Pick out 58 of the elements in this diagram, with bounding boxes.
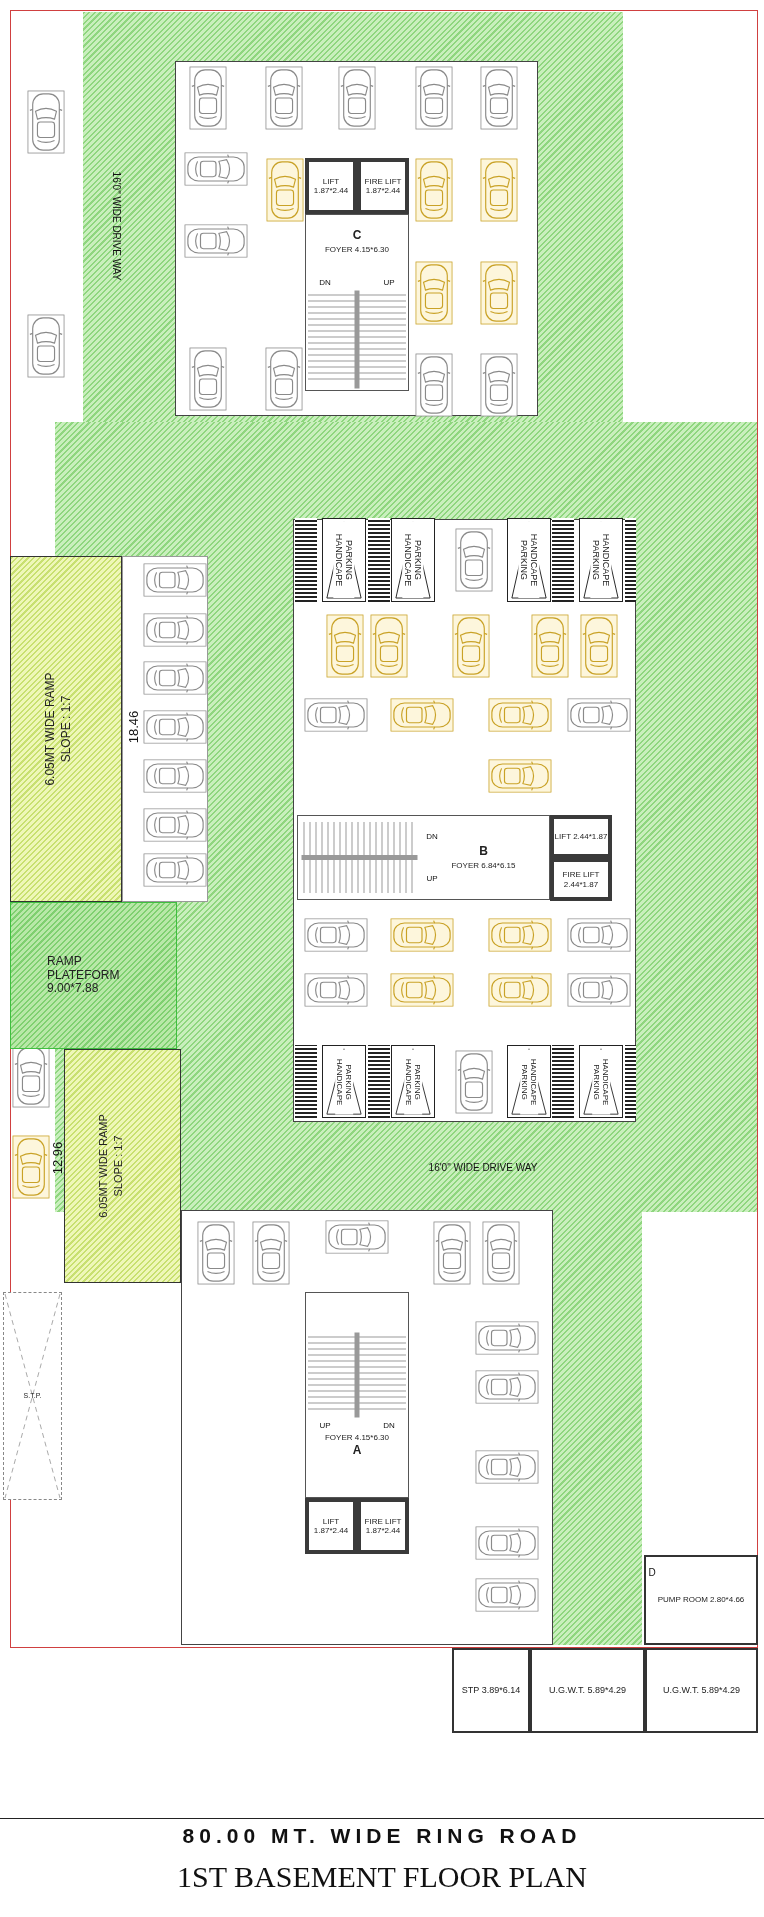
room-label: FIRE LIFT 2.44*1.87 bbox=[561, 870, 601, 889]
dimension-label: 12.96 bbox=[49, 1141, 65, 1175]
room-label: SLOPE : 1:7 bbox=[112, 1135, 125, 1197]
parking-label: PARKING HANDICAPE bbox=[334, 1049, 354, 1114]
lift-shaft bbox=[357, 158, 409, 214]
lift-shaft bbox=[305, 1498, 357, 1554]
service-room bbox=[645, 1648, 758, 1733]
lift-shaft bbox=[305, 158, 357, 214]
parking-label: HANDICAPE PARKING bbox=[519, 1049, 539, 1114]
stair-direction-label: DN bbox=[319, 277, 331, 287]
foyer-room bbox=[297, 815, 550, 900]
stair-direction-label: UP bbox=[383, 277, 395, 287]
ramp-platform bbox=[10, 902, 177, 1049]
driveway-label: 16'0" WIDE DRIVE WAY bbox=[110, 171, 122, 281]
lift-shaft bbox=[550, 858, 612, 901]
road-label: 80.00 MT. WIDE RING ROAD bbox=[182, 1824, 582, 1848]
parking-label: PARKING HANDICAPE bbox=[402, 522, 424, 598]
parking-label: HANDICAPE PARKING bbox=[591, 1049, 611, 1114]
room-label: FIRE LIFT 1.87*2.44 bbox=[363, 1516, 403, 1536]
parking-label: HANDICAPE PARKING bbox=[590, 522, 612, 598]
room-label: FOYER 6.84*6.15 bbox=[451, 860, 516, 870]
room-label: FOYER 4.15*6.30 bbox=[324, 244, 389, 254]
room-label: SLOPE : 1:7 bbox=[60, 695, 75, 763]
room-label: RAMP PLATEFORM 9.00*7.88 bbox=[47, 954, 121, 997]
stair-direction-label: UP bbox=[426, 873, 438, 883]
room-label: U.G.W.T. 5.89*4.29 bbox=[548, 1685, 626, 1696]
dimension-label: 18.46 bbox=[125, 710, 141, 744]
service-room bbox=[452, 1648, 530, 1733]
service-room bbox=[530, 1648, 645, 1733]
foyer-room bbox=[305, 214, 409, 391]
ramp bbox=[64, 1049, 181, 1283]
room-label: LIFT 1.87*2.44 bbox=[312, 1516, 350, 1536]
stair-direction-label: UP bbox=[319, 1420, 331, 1430]
room-label: STP 3.89*6.14 bbox=[461, 1685, 521, 1696]
room-label: FIRE LIFT 1.87*2.44 bbox=[363, 176, 403, 196]
room-label: LIFT 1.87*2.44 bbox=[312, 176, 350, 196]
room-label: FOYER 4.15*6.30 bbox=[324, 1433, 389, 1443]
parking-label: PARKING HANDICAPE bbox=[403, 1049, 423, 1114]
core-letter: C bbox=[352, 229, 362, 243]
room-label: PUMP ROOM 2.80*4.66 bbox=[657, 1595, 745, 1605]
room-label: U.G.W.T. 5.89*4.29 bbox=[662, 1685, 740, 1696]
parking-label: PARKING HANDICAPE bbox=[333, 522, 355, 598]
lift-shaft bbox=[357, 1498, 409, 1554]
driveway-label: 16'0" WIDE DRIVE WAY bbox=[428, 1161, 538, 1173]
lift-shaft bbox=[550, 815, 612, 858]
room-label: 6.05MT WIDE RAMP bbox=[97, 1114, 110, 1218]
room-label: LIFT 2.44*1.87 bbox=[554, 831, 608, 842]
stair-direction-label: DN bbox=[383, 1420, 395, 1430]
foyer-room bbox=[305, 1292, 409, 1498]
core-letter: B bbox=[479, 845, 488, 859]
plan-title: 1ST BASEMENT FLOOR PLAN bbox=[177, 1860, 587, 1894]
core-letter: A bbox=[352, 1444, 362, 1458]
parking-label: HANDICAPE PARKING bbox=[518, 522, 540, 598]
room-label: 6.05MT WIDE RAMP bbox=[44, 672, 59, 786]
service-room bbox=[644, 1555, 758, 1645]
door-label: D bbox=[648, 1566, 656, 1578]
stair-direction-label: DN bbox=[426, 831, 438, 841]
ramp bbox=[10, 556, 122, 902]
